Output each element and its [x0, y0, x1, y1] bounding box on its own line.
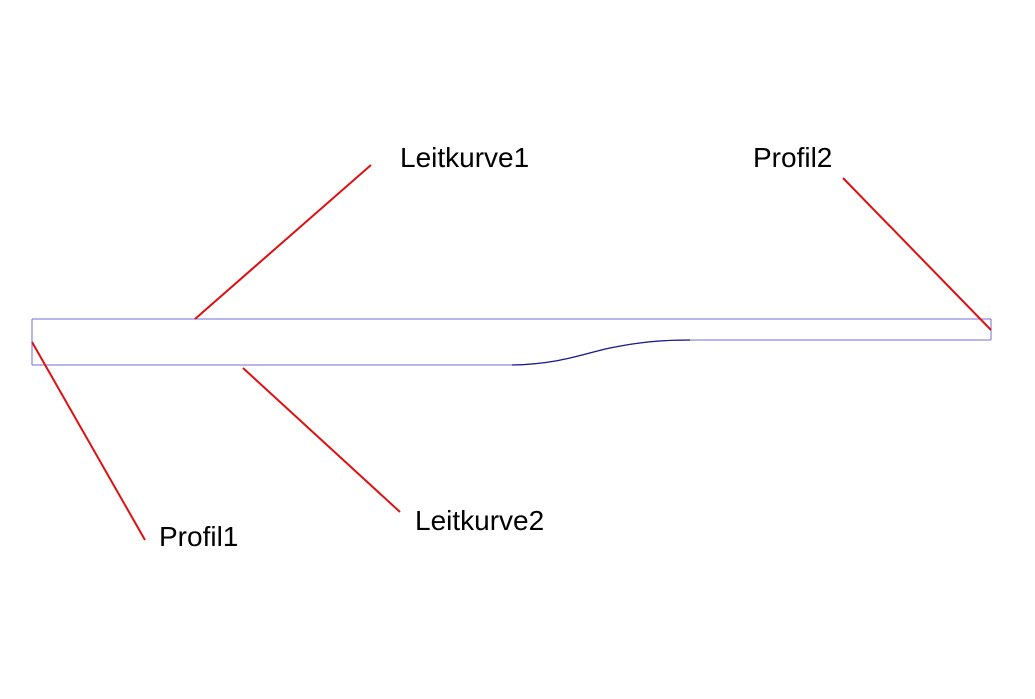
- leitkurve2-curve: [32, 339, 991, 366]
- leitkurve2-leader-line: [242, 367, 401, 513]
- profil2-label: Profil2: [753, 142, 833, 173]
- leitkurve2-transition-highlight: [511, 339, 691, 366]
- leitkurve1-leader-line: [194, 164, 372, 320]
- leitkurve2-label: Leitkurve2: [415, 505, 545, 536]
- profil1-leader-line: [31, 341, 146, 541]
- leitkurve1-label: Leitkurve1: [400, 142, 530, 173]
- profil1-label: Profil1: [159, 521, 239, 552]
- profil2-leader-line: [842, 177, 992, 331]
